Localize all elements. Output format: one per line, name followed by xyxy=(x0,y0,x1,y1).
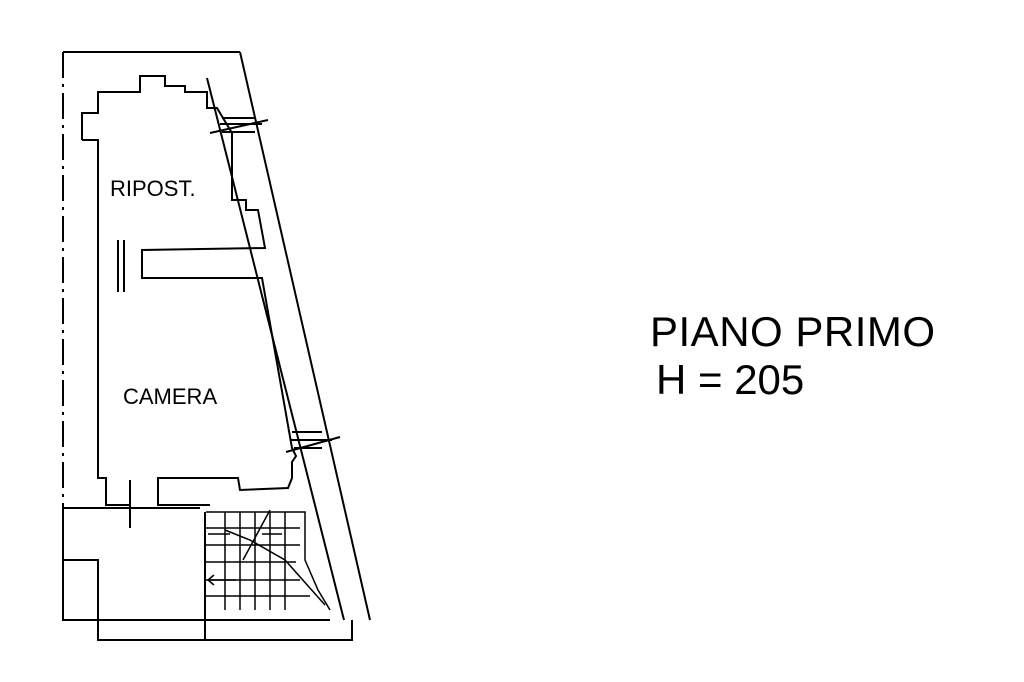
window-upper xyxy=(209,117,269,134)
floor-title-block: PIANO PRIMO H = 205 xyxy=(650,308,936,404)
inner-wall xyxy=(81,75,298,506)
room-label-storage: RIPOST. xyxy=(110,176,196,201)
property-boundary xyxy=(62,51,240,508)
staircase xyxy=(206,509,331,611)
floor-title: PIANO PRIMO xyxy=(650,308,936,355)
room-label-bedroom: CAMERA xyxy=(123,384,217,409)
floor-height: H = 205 xyxy=(656,356,805,403)
door-mark xyxy=(117,240,125,292)
window-lower xyxy=(285,431,341,453)
lower-block xyxy=(62,480,353,641)
